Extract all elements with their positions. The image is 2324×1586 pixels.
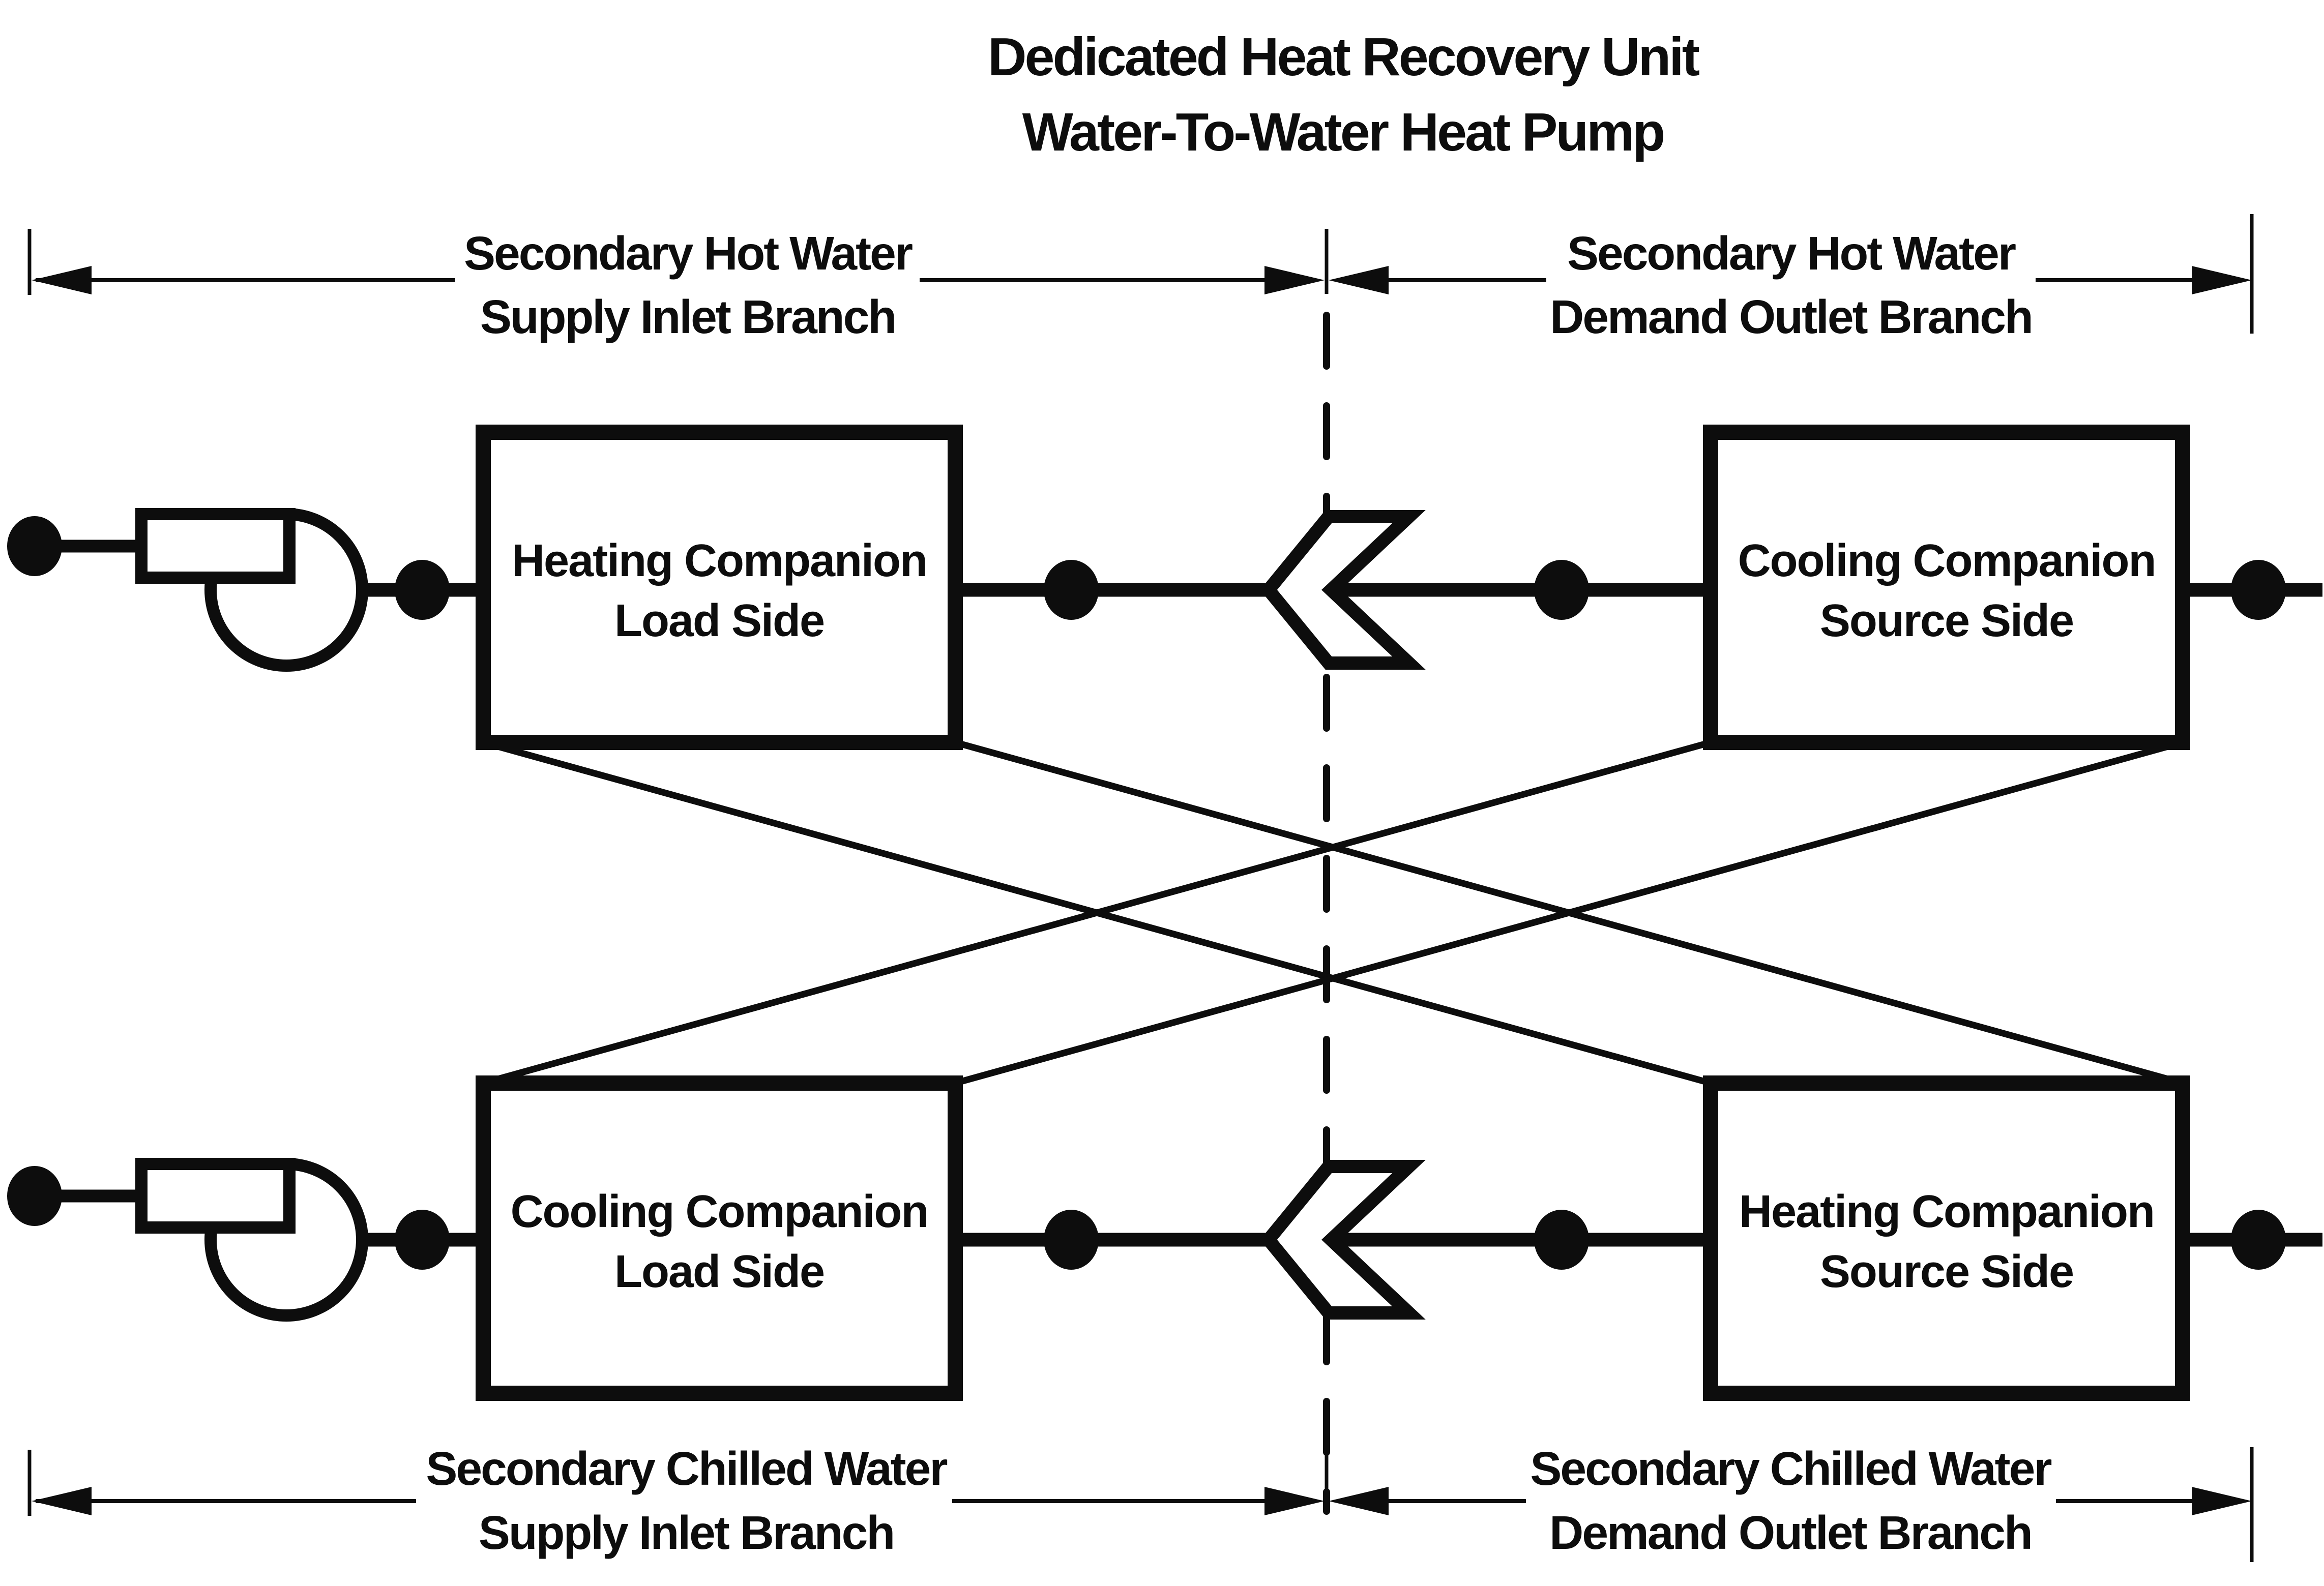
pipe-node	[7, 516, 62, 576]
arrowhead-right-icon	[1264, 266, 1325, 294]
flow-chevron-left-icon	[1260, 510, 1426, 670]
pipe-node	[1044, 1210, 1099, 1270]
unit-label-top-right-line-2: Source Side	[1820, 595, 2073, 646]
branch-label-bottom-left-line-1: Secondary Chilled Water	[426, 1442, 947, 1495]
unit-label-bottom-right-line-2: Source Side	[1820, 1246, 2073, 1297]
branch-label-top-right-line-1: Secondary Hot Water	[1567, 227, 2016, 280]
crossover-lines	[482, 739, 2184, 1087]
pipe-nodes	[7, 516, 2286, 1270]
pipe-node	[1044, 560, 1099, 620]
unit-label-top-left-line-2: Load Side	[614, 595, 824, 646]
branch-label-top-left-line-1: Secondary Hot Water	[464, 227, 913, 280]
pipe-node	[2231, 1210, 2286, 1270]
branch-label-bottom-left-line-2: Supply Inlet Branch	[479, 1506, 894, 1559]
branch-label-bottom-right-line-2: Demand Outlet Branch	[1549, 1506, 2032, 1559]
unit-box-top-right	[1703, 425, 2190, 750]
dimension-bottom-left-branch	[32, 1487, 1325, 1515]
pump-bottom-icon	[135, 1158, 368, 1322]
pipe-node	[1534, 1210, 1589, 1270]
pipe-node	[395, 1210, 450, 1270]
pipe-node	[7, 1166, 62, 1226]
arrowhead-left-icon	[1329, 1487, 1389, 1515]
pump-top-icon	[135, 508, 368, 672]
unit-label-bottom-left-line-2: Load Side	[614, 1246, 824, 1297]
unit-box-bottom-right	[1703, 1075, 2190, 1401]
unit-label-top-right-line-1: Cooling Companion	[1738, 535, 2156, 586]
branch-label-top-right-line-2: Demand Outlet Branch	[1550, 290, 2032, 343]
pump-motor-rect	[135, 1158, 296, 1234]
dimension-top-left-branch	[32, 266, 1325, 294]
diagram-title-line-1: Dedicated Heat Recovery Unit	[988, 27, 1699, 87]
pipe-node	[395, 560, 450, 620]
unit-label-bottom-left-line-1: Cooling Companion	[511, 1186, 928, 1237]
arrowhead-left-icon	[32, 266, 92, 294]
dimension-bottom-right-branch	[1329, 1487, 2252, 1515]
branch-label-bottom-right-line-1: Secondary Chilled Water	[1530, 1442, 2051, 1495]
dimension-top-right-branch	[1329, 266, 2252, 294]
diagram-title-line-2: Water-To-Water Heat Pump	[1022, 102, 1664, 162]
unit-label-top-left-line-1: Heating Companion	[512, 535, 927, 586]
crossover-line	[482, 739, 1712, 1087]
unit-label-bottom-right-line-1: Heating Companion	[1739, 1186, 2154, 1237]
pipe-node	[2231, 560, 2286, 620]
flow-chevron-left-icon	[1260, 1160, 1426, 1320]
pump-motor-rect	[135, 508, 296, 584]
unit-box-top-left	[476, 425, 963, 750]
dimension-extension-ticks	[27, 214, 2254, 1562]
unit-box-bottom-left	[476, 1075, 963, 1401]
arrowhead-left-icon	[1329, 266, 1389, 294]
arrowhead-right-icon	[2192, 266, 2252, 294]
arrowhead-right-icon	[2192, 1487, 2252, 1515]
pipe-node	[1534, 560, 1589, 620]
arrowhead-left-icon	[32, 1487, 92, 1515]
arrowhead-right-icon	[1264, 1487, 1325, 1515]
crossover-line	[954, 739, 2184, 1087]
branch-label-top-left-line-2: Supply Inlet Branch	[480, 290, 895, 343]
